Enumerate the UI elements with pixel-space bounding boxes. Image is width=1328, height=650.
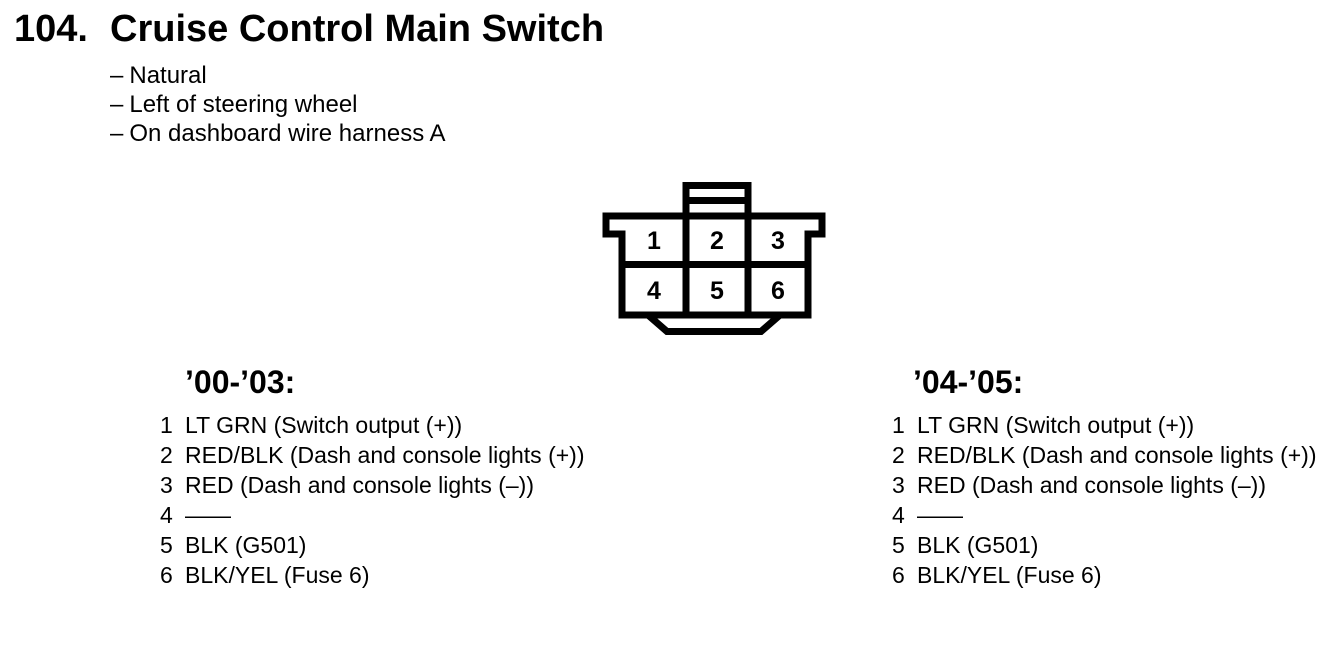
pin-row: 6 BLK/YEL (Fuse 6) (160, 560, 584, 590)
pin-row: 2 RED/BLK (Dash and console lights (+)) (160, 440, 584, 470)
pin-number: 1 (160, 412, 173, 438)
pin-row: 6 BLK/YEL (Fuse 6) (892, 560, 1316, 590)
pin-description: RED (Dash and console lights (–)) (185, 472, 534, 498)
note-text: Natural (129, 62, 207, 89)
note-text: On dashboard wire harness A (129, 120, 446, 147)
pin-row: 1 LT GRN (Switch output (+)) (160, 410, 584, 440)
pin-row: 3 RED (Dash and console lights (–)) (160, 470, 584, 500)
note-dash: – (110, 91, 124, 118)
pin-row: 4 —— (160, 500, 584, 530)
pin-row: 3 RED (Dash and console lights (–)) (892, 470, 1316, 500)
pin-number: 3 (160, 472, 173, 498)
pin-number: 2 (892, 442, 905, 468)
pinout-column-00-03: 1 LT GRN (Switch output (+)) 2 RED/BLK (… (160, 410, 584, 590)
note-line: – Natural (110, 61, 446, 90)
note-line: – On dashboard wire harness A (110, 119, 446, 148)
pin-row: 5 BLK (G501) (160, 530, 584, 560)
note-line: – Left of steering wheel (110, 90, 446, 119)
pin-number: 3 (892, 472, 905, 498)
pin-number: 4 (160, 502, 173, 528)
pin-cell-1: 1 (647, 227, 661, 255)
note-dash: – (110, 120, 124, 147)
pin-description: BLK/YEL (Fuse 6) (185, 562, 370, 588)
pin-row: 1 LT GRN (Switch output (+)) (892, 410, 1316, 440)
pin-number: 5 (892, 532, 905, 558)
pin-description: RED/BLK (Dash and console lights (+)) (185, 442, 585, 468)
notes-list: – Natural – Left of steering wheel – On … (110, 61, 446, 148)
connector-keying-notch (645, 312, 783, 335)
pin-number: 2 (160, 442, 173, 468)
pin-description: BLK/YEL (Fuse 6) (917, 562, 1102, 588)
pin-row: 2 RED/BLK (Dash and console lights (+)) (892, 440, 1316, 470)
pin-cell-2: 2 (710, 227, 724, 255)
page-title: Cruise Control Main Switch (110, 8, 605, 50)
connector-diagram: 1 2 3 4 5 6 (560, 170, 840, 345)
column-header-04-05: ’04-’05: (913, 364, 1024, 400)
pin-description: BLK (G501) (185, 532, 307, 558)
pin-description: —— (185, 502, 231, 528)
pin-number: 5 (160, 532, 173, 558)
pin-description: BLK (G501) (917, 532, 1039, 558)
pin-number: 6 (892, 562, 905, 588)
pin-row: 5 BLK (G501) (892, 530, 1316, 560)
section-number: 104. (14, 8, 88, 50)
pin-cell-6: 6 (771, 277, 785, 305)
pin-row: 4 —— (892, 500, 1316, 530)
column-header-00-03: ’00-’03: (185, 364, 296, 400)
pin-description: RED/BLK (Dash and console lights (+)) (917, 442, 1317, 468)
pin-number: 1 (892, 412, 905, 438)
pin-number: 4 (892, 502, 905, 528)
pinout-column-04-05: 1 LT GRN (Switch output (+)) 2 RED/BLK (… (892, 410, 1316, 590)
pin-description: LT GRN (Switch output (+)) (917, 412, 1195, 438)
page-title-row: 104. Cruise Control Main Switch (14, 8, 604, 51)
pin-description: LT GRN (Switch output (+)) (185, 412, 463, 438)
pin-description: RED (Dash and console lights (–)) (917, 472, 1266, 498)
pin-number: 6 (160, 562, 173, 588)
pin-cell-4: 4 (647, 277, 661, 305)
pin-cell-3: 3 (771, 227, 785, 255)
pin-description: —— (917, 502, 963, 528)
note-dash: – (110, 62, 124, 89)
pin-cell-5: 5 (710, 277, 724, 305)
note-text: Left of steering wheel (129, 91, 358, 118)
